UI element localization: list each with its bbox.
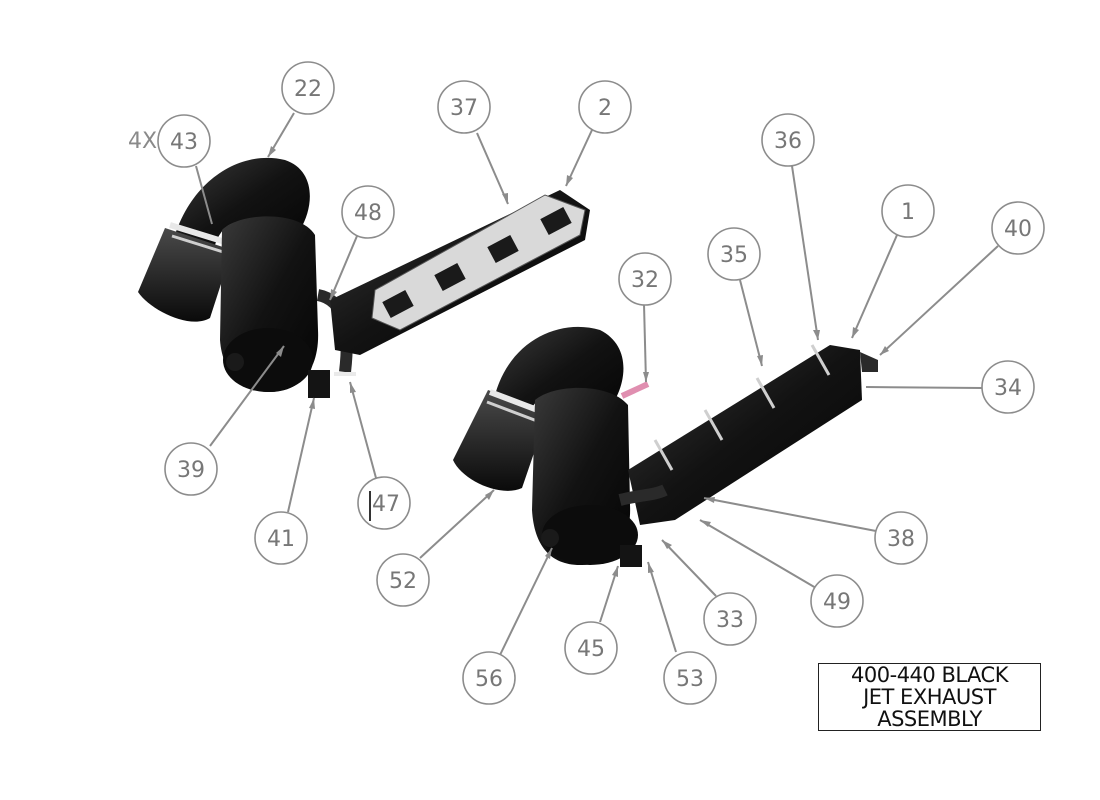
- balloon-38: 38: [874, 511, 928, 565]
- svg-text:45: 45: [577, 637, 605, 662]
- svg-text:53: 53: [676, 667, 704, 692]
- svg-text:43: 43: [170, 130, 198, 155]
- svg-text:49: 49: [823, 590, 851, 615]
- svg-text:47: 47: [372, 492, 400, 517]
- text-cursor: [369, 491, 371, 521]
- balloon-37: 37: [437, 80, 491, 134]
- balloon-41: 41: [254, 511, 308, 565]
- balloon-49: 49: [810, 574, 864, 628]
- svg-text:52: 52: [389, 569, 417, 594]
- svg-text:32: 32: [631, 268, 659, 293]
- balloon-56: 56: [462, 651, 516, 705]
- lower-hose: [618, 484, 668, 506]
- balloon-45: 45: [564, 621, 618, 675]
- svg-text:36: 36: [774, 129, 802, 154]
- balloon-35: 35: [707, 227, 761, 281]
- svg-text:48: 48: [354, 201, 382, 226]
- balloon-43: 43: [157, 114, 211, 168]
- svg-text:41: 41: [267, 527, 295, 552]
- svg-text:39: 39: [177, 458, 205, 483]
- svg-text:33: 33: [716, 608, 744, 633]
- title-line-1: 400-440 BLACK: [851, 663, 1008, 687]
- balloon-39: 39: [164, 442, 218, 496]
- svg-text:22: 22: [294, 77, 322, 102]
- balloon-22: 22: [281, 61, 335, 115]
- leader-lines: [195, 112, 999, 656]
- balloon-47: 47: [357, 476, 411, 530]
- svg-text:56: 56: [475, 667, 503, 692]
- balloon-40: 40: [991, 201, 1045, 255]
- lower-manifold: [628, 345, 862, 525]
- balloon-53: 53: [663, 651, 717, 705]
- title-line-2: JET EXHAUST: [863, 685, 996, 709]
- balloon-48: 48: [341, 185, 395, 239]
- title-block: 400-440 BLACK JET EXHAUST ASSEMBLY: [818, 663, 1041, 731]
- quantity-note: 4X: [128, 129, 158, 154]
- balloon-36: 36: [761, 113, 815, 167]
- balloon-2: 2: [578, 80, 632, 134]
- title-line-3: ASSEMBLY: [877, 707, 982, 731]
- svg-text:38: 38: [887, 527, 915, 552]
- balloon-33: 33: [703, 592, 757, 646]
- upper-exhaust-assembly: [138, 157, 590, 398]
- upper-outlet-tip: [138, 228, 232, 322]
- svg-text:35: 35: [720, 243, 748, 268]
- svg-text:34: 34: [994, 376, 1022, 401]
- lower-exhaust-assembly: [453, 326, 878, 567]
- balloon-1: 1: [881, 184, 935, 238]
- balloon-52: 52: [376, 553, 430, 607]
- svg-text:40: 40: [1004, 217, 1032, 242]
- upper-gasket: [371, 194, 586, 331]
- svg-text:2: 2: [598, 96, 612, 121]
- balloon-34: 34: [981, 360, 1035, 414]
- pink-fitting: [620, 381, 650, 399]
- balloon-32: 32: [618, 252, 672, 306]
- svg-text:1: 1: [901, 200, 915, 225]
- svg-text:37: 37: [450, 96, 478, 121]
